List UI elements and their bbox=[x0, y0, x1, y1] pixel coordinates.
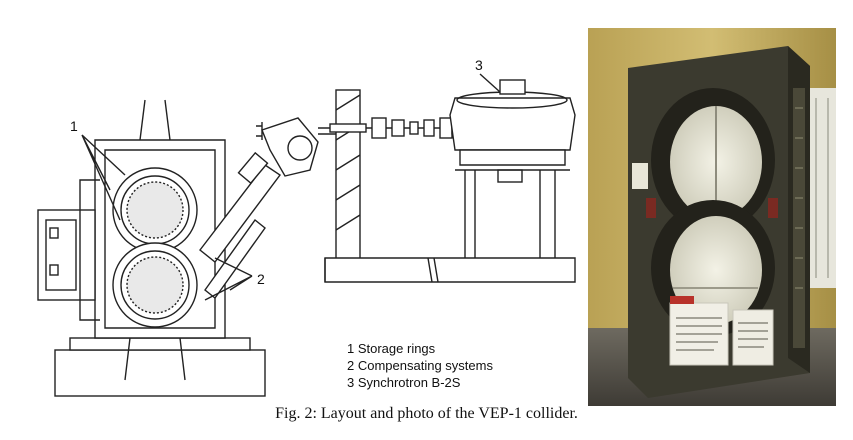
legend-item-compensating-systems: 2 Compensating systems bbox=[347, 358, 493, 373]
callout-2: 2 bbox=[257, 271, 265, 287]
schematic-legend: 1 Storage rings 2 Compensating systems 3… bbox=[347, 340, 493, 391]
collider-photo bbox=[588, 28, 836, 406]
collider-schematic: 1 2 3 bbox=[37, 57, 576, 397]
figure-caption: Fig. 2: Layout and photo of the VEP-1 co… bbox=[275, 405, 578, 422]
legend-item-synchrotron: 3 Synchrotron B-2S bbox=[347, 375, 461, 390]
callout-1: 1 bbox=[70, 118, 78, 134]
legend-item-storage-rings: 1 Storage rings bbox=[347, 341, 436, 356]
callout-3: 3 bbox=[475, 57, 483, 73]
